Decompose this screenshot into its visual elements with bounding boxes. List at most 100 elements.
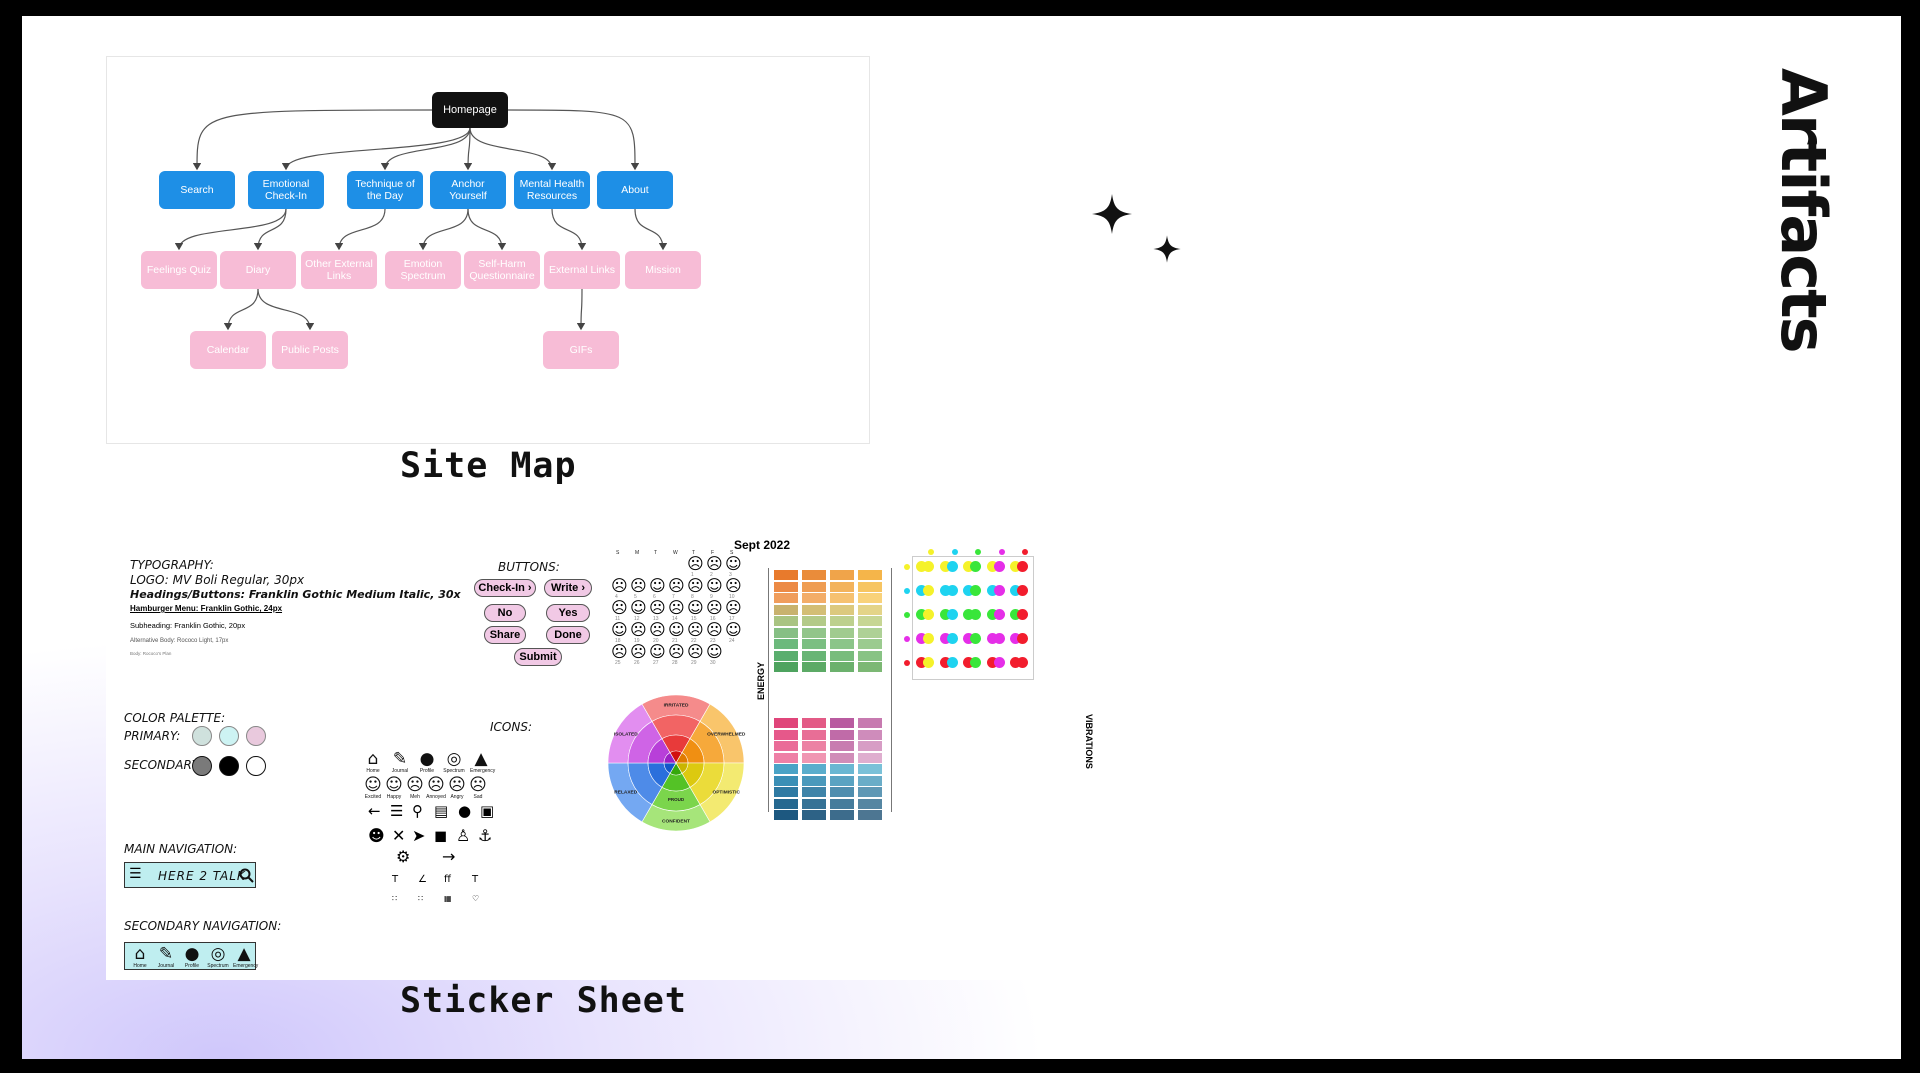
- emotion-wheel-label: ISOLATED: [614, 731, 638, 737]
- slide-title: Artifacts: [1767, 68, 1840, 352]
- calendar-day-face-icon[interactable]: ☹: [630, 576, 647, 595]
- emotion-wheel-segment: [651, 786, 701, 812]
- calendar-day-face-icon[interactable]: ☹: [630, 642, 647, 661]
- calendar-day-face-icon[interactable]: ☹: [611, 642, 628, 661]
- calendar-day-face-icon[interactable]: ☹: [687, 620, 704, 639]
- site-map-node-level2: Emotion Spectrum: [385, 251, 461, 289]
- dot-matrix-axis-dot: [928, 549, 934, 555]
- calendar-weekday: W: [673, 550, 678, 556]
- secondary-nav-profile-icon[interactable]: ●Profile: [184, 944, 200, 969]
- sticker-sheet-caption: Sticker Sheet: [400, 981, 687, 1021]
- site-map-node-level1: Search: [159, 171, 235, 209]
- dot-matrix-dot: [1010, 633, 1021, 644]
- calendar-day-face-icon[interactable]: ☹: [668, 642, 685, 661]
- calendar-day-face-icon[interactable]: ☹: [725, 576, 742, 595]
- profile-icon: ●Profile: [419, 749, 435, 774]
- calendar-day-number: 25: [615, 660, 621, 666]
- dot-matrix-dot: [1010, 585, 1021, 596]
- dot-matrix-dot: [1010, 561, 1021, 572]
- calendar-day-face-icon[interactable]: ☹: [687, 554, 704, 573]
- calendar-day-face-icon[interactable]: ☹: [630, 620, 647, 639]
- sample-button-yes[interactable]: Yes: [546, 604, 590, 622]
- mood-meter-cell: [774, 604, 798, 615]
- calendar-day-face-icon[interactable]: ☹: [668, 576, 685, 595]
- calendar-day-face-icon[interactable]: ☺: [611, 620, 628, 639]
- site-map-node-level3: Public Posts: [272, 331, 348, 369]
- search-icon: [239, 868, 254, 883]
- calendar-day-face-icon[interactable]: ☹: [668, 598, 685, 617]
- arrow-left-icon: ←: [368, 802, 381, 820]
- dot-matrix-dot: [993, 633, 1005, 644]
- calendar-day-face-icon[interactable]: ☹: [706, 598, 723, 617]
- calendar-day-face-icon[interactable]: ☹: [687, 576, 704, 595]
- calendar-day-face-icon[interactable]: ☺: [668, 620, 685, 639]
- calendar-day-face-icon[interactable]: ☺: [649, 576, 666, 595]
- list-icon: ☰: [390, 802, 404, 820]
- mood-meter-cell: [858, 764, 882, 774]
- calendar-day-face-icon[interactable]: ☺: [725, 620, 742, 639]
- dot-matrix-dot: [916, 657, 927, 668]
- calendar-day-face-icon[interactable]: ☺: [649, 642, 666, 661]
- sample-button-share[interactable]: Share: [484, 626, 526, 644]
- site-map-node-level1: Mental Health Resources: [514, 171, 590, 209]
- calendar-day-number: 4: [615, 594, 618, 600]
- calendar-day-face-icon[interactable]: ☺: [687, 598, 704, 617]
- calendar-day-face-icon[interactable]: ☹: [687, 642, 704, 661]
- help-icon: ◼: [434, 826, 448, 845]
- calendar-day-number: 11: [615, 616, 621, 622]
- mood-meter-cell: [858, 593, 882, 603]
- sample-button-no[interactable]: No: [484, 604, 526, 622]
- meditate-icon: ♙: [456, 826, 471, 845]
- secondary-nav-heading: SECONDARY NAVIGATION:: [124, 919, 282, 933]
- calendar-day-number: 21: [672, 638, 678, 644]
- mood-meter-cell: [858, 570, 882, 580]
- edge-root-search: [192, 109, 433, 171]
- calendar-day-number: 9: [710, 594, 713, 600]
- sample-button-done[interactable]: Done: [546, 626, 590, 644]
- mood-meter-cell: [858, 752, 882, 763]
- calendar-day-face-icon[interactable]: ☹: [725, 598, 742, 617]
- calendar-day-face-icon[interactable]: ☹: [611, 598, 628, 617]
- calendar-day-face-icon[interactable]: ☺: [706, 576, 723, 595]
- primary-color-swatch: [246, 726, 266, 746]
- sample-button-write[interactable]: Write ›: [544, 579, 592, 597]
- calendar-day-face-icon[interactable]: ☺: [630, 598, 647, 617]
- mood-meter-cell: [858, 741, 882, 751]
- mood-meter-cell: [830, 752, 854, 763]
- mood-meter-cell: [830, 810, 854, 820]
- calendar-day-face-icon[interactable]: ☹: [706, 554, 723, 573]
- site-map-node-level1: About: [597, 171, 673, 209]
- emotion-wheel-segment: [641, 804, 711, 832]
- mood-meter-cell: [802, 775, 826, 786]
- calendar-day-face-icon[interactable]: ☺: [706, 642, 723, 661]
- sample-button-check-in[interactable]: Check-In ›: [474, 579, 536, 597]
- secondary-nav-home-icon[interactable]: ⌂Home: [133, 944, 147, 969]
- secondary-nav-emergency-icon[interactable]: ▲Emergency: [233, 944, 259, 969]
- calendar-day-face-icon[interactable]: ☺: [725, 554, 742, 573]
- mood-meter-cell: [830, 798, 854, 809]
- dot-matrix-axis-dot: [904, 636, 910, 642]
- calendar-day-face-icon[interactable]: ☹: [649, 620, 666, 639]
- emotion-wheel-segment: [675, 762, 689, 774]
- edge-root-anchor: [463, 127, 473, 171]
- calendar-day-face-icon[interactable]: ☹: [649, 598, 666, 617]
- mood-meter-cell: [858, 627, 882, 638]
- mood-meter-cell: [774, 810, 798, 820]
- dot-matrix-dot: [946, 609, 958, 620]
- calendar-day-face-icon[interactable]: ☹: [706, 620, 723, 639]
- secondary-nav-spectrum-icon[interactable]: ◎Spectrum: [207, 944, 229, 969]
- dot-matrix-dot: [1017, 633, 1028, 644]
- palette-secondary-label: SECONDARY:: [124, 758, 203, 772]
- dot-matrix-dot: [1017, 561, 1028, 572]
- dots-icon: ∷: [418, 894, 424, 903]
- secondary-nav-journal-icon[interactable]: ✎Journal: [157, 944, 175, 969]
- mood-meter-cell: [802, 604, 826, 615]
- dot-matrix-dot: [993, 585, 1005, 596]
- mood-meter-cell: [774, 787, 798, 797]
- calendar-day-face-icon[interactable]: ☹: [611, 576, 628, 595]
- typography-headings: Headings/Buttons: Franklin Gothic Medium…: [130, 588, 461, 601]
- sample-button-submit[interactable]: Submit: [514, 648, 562, 666]
- edge-root-checkin: [281, 127, 471, 171]
- dot-matrix-axis-dot: [1022, 549, 1028, 555]
- mood-meter-cell: [830, 627, 854, 638]
